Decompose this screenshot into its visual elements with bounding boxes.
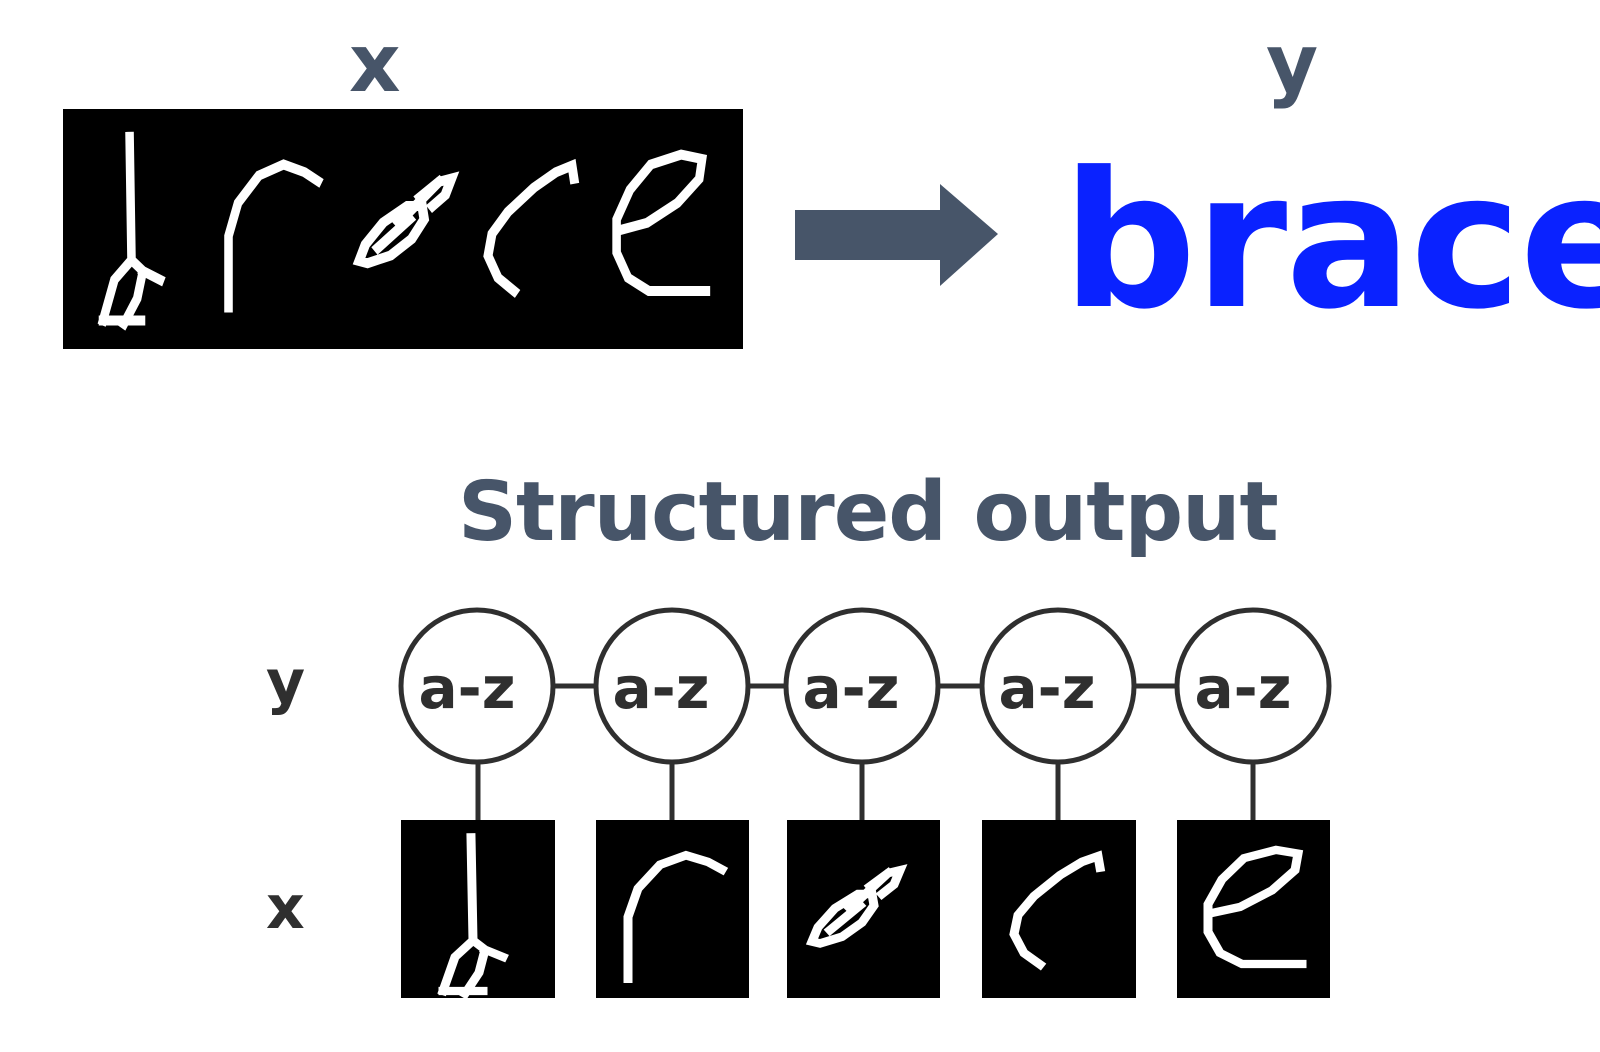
chain-node-1: a-z	[398, 607, 556, 765]
output-y-label: y	[1266, 17, 1319, 110]
chain-node-3: a-z	[783, 607, 941, 765]
chain-node-4: a-z	[979, 607, 1137, 765]
row-y-label: y	[266, 647, 306, 717]
row-x-label: x	[266, 873, 305, 943]
input-x-label: x	[349, 17, 401, 110]
node-label: a-z	[1195, 654, 1292, 722]
node-label: a-z	[999, 654, 1096, 722]
chain-edges	[475, 683, 1256, 820]
char-image-4	[982, 820, 1136, 998]
output-word: brace	[1062, 132, 1600, 351]
char-image-3	[787, 820, 940, 998]
section-title: Structured output	[458, 465, 1279, 560]
chain-node-5: a-z	[1174, 607, 1332, 765]
node-label: a-z	[613, 654, 710, 722]
chain-node-2: a-z	[593, 607, 751, 765]
char-image-5	[1177, 820, 1330, 998]
node-label: a-z	[803, 654, 900, 722]
node-label: a-z	[419, 654, 516, 722]
arrow-icon	[795, 184, 998, 286]
char-image-2	[596, 820, 749, 998]
char-image-1	[401, 820, 555, 998]
